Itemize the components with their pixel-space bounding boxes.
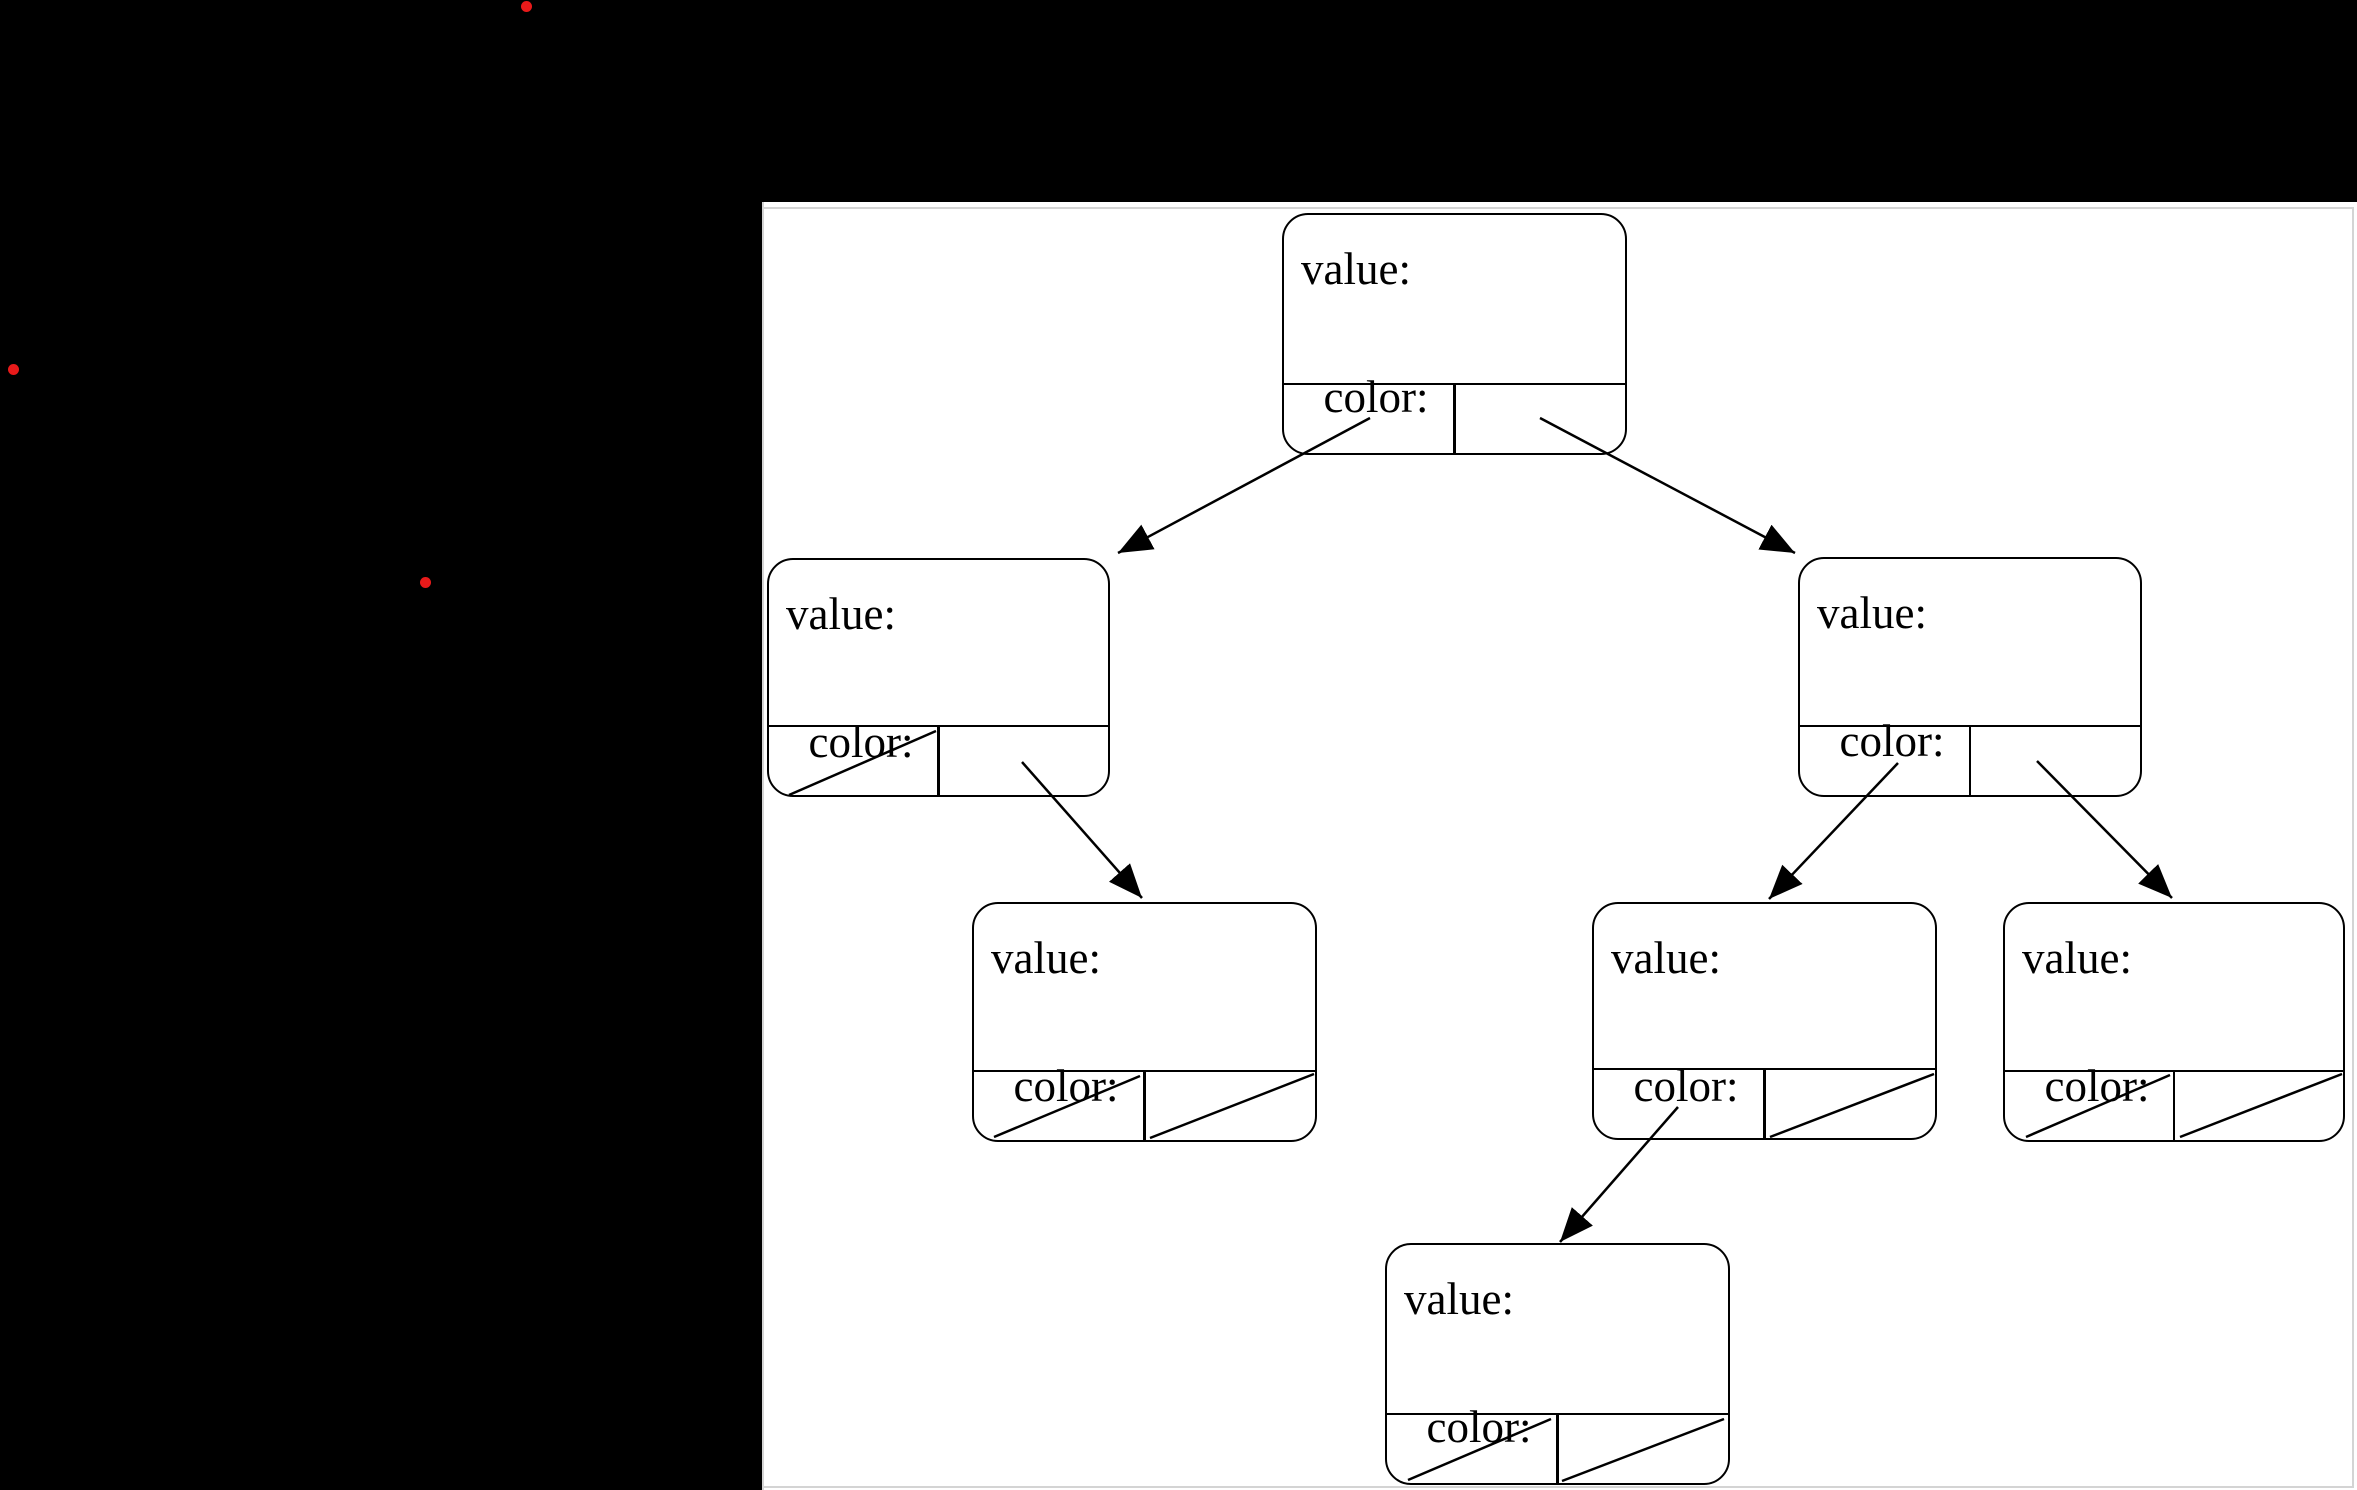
value-field-label: value: <box>1611 933 1721 983</box>
pointer-row <box>2005 1070 2343 1140</box>
pointer-row <box>974 1070 1315 1140</box>
tree-node-rll: value: color: <box>1385 1243 1730 1485</box>
canvas-border-right <box>2352 207 2354 1487</box>
value-field-label: value: <box>2022 933 2132 983</box>
pointer-row <box>1387 1413 1728 1483</box>
tree-node-r: value: color: <box>1798 557 2142 797</box>
canvas-border-bottom <box>762 1486 2354 1488</box>
pointer-row <box>1800 725 2140 795</box>
red-dot <box>521 1 532 12</box>
tree-node-rl: value: color: <box>1592 902 1937 1140</box>
canvas-border-left <box>762 202 764 1490</box>
pointer-cell-divider <box>1556 1415 1559 1483</box>
pointer-cell-divider <box>2172 1072 2176 1140</box>
tree-node-rr: value: color: <box>2003 902 2345 1142</box>
color-field-label: color: <box>1323 372 1429 422</box>
pointer-cell-divider <box>1968 727 1972 795</box>
value-field-label: value: <box>786 589 896 639</box>
pointer-cell-divider <box>1453 385 1456 453</box>
tree-node-root: value: color: <box>1282 213 1627 455</box>
value-field-label: value: <box>1404 1274 1514 1324</box>
pointer-cell-divider <box>937 727 940 795</box>
tree-node-l: value: color: <box>767 558 1110 797</box>
color-field-label: color: <box>1839 716 1945 766</box>
pointer-row <box>1284 383 1625 453</box>
pointer-cell-divider <box>1143 1072 1146 1140</box>
pointer-row <box>1594 1068 1935 1138</box>
red-dot <box>420 577 431 588</box>
pointer-row <box>769 725 1108 795</box>
value-field-label: value: <box>991 933 1101 983</box>
pointer-cell-divider <box>1763 1070 1766 1138</box>
red-dot <box>8 364 19 375</box>
tree-node-lr: value: color: <box>972 902 1317 1142</box>
value-field-label: value: <box>1301 244 1411 294</box>
canvas-border-top <box>762 207 2352 209</box>
value-field-label: value: <box>1817 588 1927 638</box>
